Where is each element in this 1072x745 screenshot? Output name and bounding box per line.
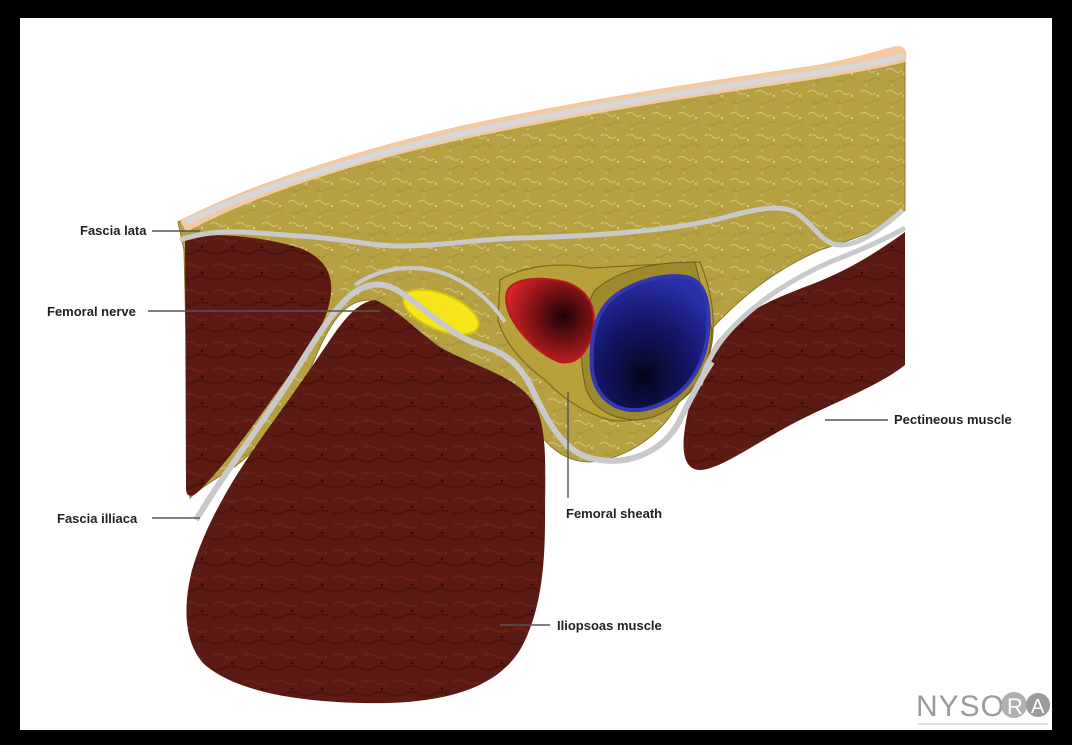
nysora-logo: NYSO R A xyxy=(916,690,1050,724)
label-pectineous-muscle: Pectineous muscle xyxy=(894,412,1012,427)
label-femoral-sheath: Femoral sheath xyxy=(566,506,662,521)
logo-r-letter: R xyxy=(1007,694,1023,719)
logo-text: NYSO xyxy=(916,690,1005,723)
label-fascia-lata: Fascia lata xyxy=(80,223,147,238)
label-fascia-illiaca: Fascia illiaca xyxy=(57,511,138,526)
logo-a-letter: A xyxy=(1031,696,1045,718)
label-iliopsoas-muscle: Iliopsoas muscle xyxy=(557,618,662,633)
label-femoral-nerve: Femoral nerve xyxy=(47,304,136,319)
